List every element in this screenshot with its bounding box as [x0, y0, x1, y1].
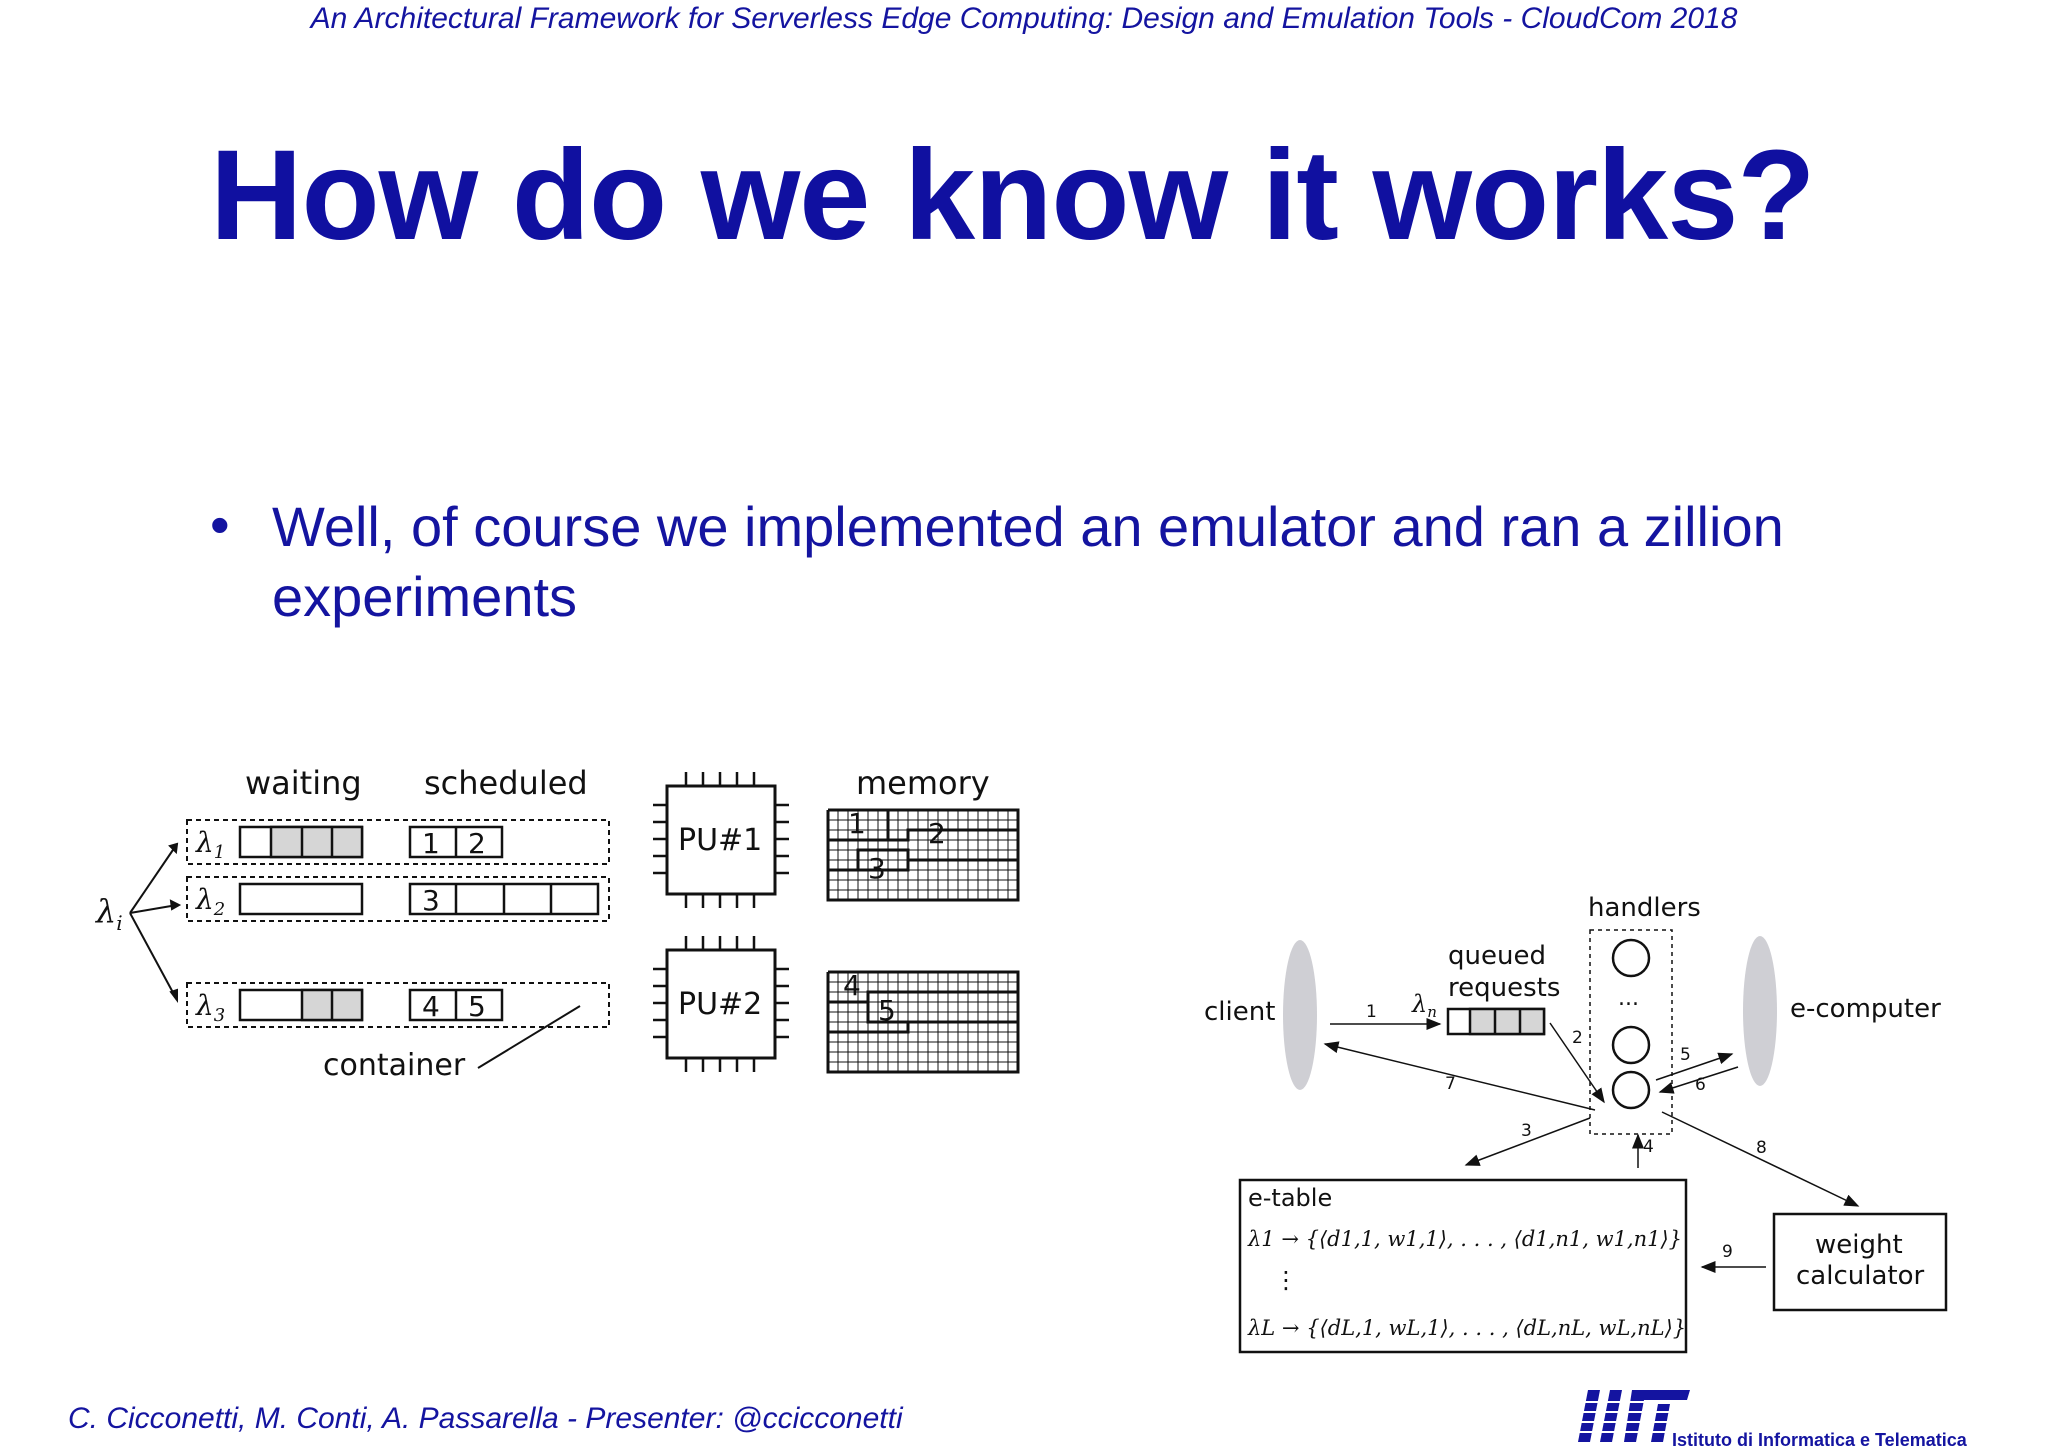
weight-calc-line1: weight — [1815, 1230, 1903, 1260]
label-client: client — [1204, 997, 1275, 1027]
label-queued: queued — [1448, 941, 1546, 971]
svg-text:λ1: λ1 — [195, 826, 225, 863]
pu2-chip: PU#2 — [653, 936, 789, 1072]
ecomputer-ellipse — [1743, 936, 1777, 1086]
pu1-label: PU#1 — [678, 823, 762, 858]
memory-block-label: 3 — [868, 852, 886, 885]
svg-text:λ3: λ3 — [195, 989, 225, 1026]
row-lambda3: λ3 4 5 — [186, 982, 610, 1028]
label-lambda-n: λn — [1411, 990, 1437, 1021]
logo-text: Istituto di Informatica e Telematica — [1672, 1430, 1967, 1450]
handler-circle — [1611, 938, 1651, 978]
etable-row-2: λL → {⟨dL,1, wL,1⟩, . . . , ⟨dL,nL, wL,n… — [1247, 1316, 1686, 1340]
emulator-diagram: waiting scheduled memory λi λ1 1 2 λ2 3 — [94, 764, 1020, 1083]
etable-box — [1238, 1178, 1688, 1354]
label-requests: requests — [1448, 973, 1560, 1003]
etable-row-1: λ1 → {⟨d1,1, w1,1⟩, . . . , ⟨d1,n1, w1,n… — [1247, 1227, 1682, 1251]
handler-circle — [1611, 1025, 1651, 1065]
memory-block-label: 4 — [843, 969, 861, 1002]
label-memory: memory — [856, 764, 990, 802]
memory-block-label: 1 — [848, 807, 866, 840]
handler-dots: ... — [1618, 986, 1639, 1011]
svg-text:4: 4 — [422, 990, 440, 1023]
row-lambda1: λ1 1 2 — [186, 819, 610, 865]
arrow-label-4: 4 — [1643, 1137, 1654, 1157]
etable-vdots: ⋮ — [1274, 1266, 1298, 1294]
bullet-text: Well, of course we implemented an emulat… — [272, 495, 1784, 628]
pu2-label: PU#2 — [678, 987, 762, 1022]
label-handlers: handlers — [1588, 893, 1701, 923]
arrow-label-7: 7 — [1445, 1074, 1456, 1094]
arrow-2 — [1549, 1022, 1605, 1104]
footer-authors: C. Cicconetti, M. Conti, A. Passarella -… — [68, 1402, 903, 1435]
arrow-7 — [1323, 1041, 1596, 1111]
label-container: container — [323, 1048, 466, 1083]
arrow-label-6: 6 — [1695, 1075, 1706, 1095]
svg-text:3: 3 — [422, 884, 440, 917]
request-queue — [1446, 1007, 1546, 1036]
arrow-label-9: 9 — [1722, 1242, 1733, 1262]
memory-block-label: 2 — [928, 817, 946, 850]
arrow-6 — [1658, 1066, 1739, 1094]
arrow-8 — [1661, 1111, 1860, 1207]
arrow-label-2: 2 — [1572, 1028, 1583, 1048]
arrow-label-5: 5 — [1680, 1045, 1691, 1065]
pu1-chip: PU#1 — [653, 772, 789, 908]
slide-header: An Architectural Framework for Serverles… — [310, 2, 1738, 35]
memory-grid-2: 45 — [826, 969, 1020, 1074]
row-lambda2: λ2 3 — [186, 876, 610, 922]
handlers-box — [1589, 929, 1673, 1135]
arrow-5 — [1655, 1052, 1734, 1081]
memory-block-label: 5 — [878, 994, 896, 1027]
label-scheduled: scheduled — [424, 764, 588, 802]
weight-calculator-box — [1772, 1212, 1948, 1312]
architecture-diagram: handlers queued requests client e-comput… — [1204, 893, 1948, 1354]
arrow-3 — [1464, 1117, 1591, 1166]
svg-text:1: 1 — [422, 827, 440, 860]
memory-grid-1: 1 2 3 — [826, 807, 1020, 902]
arrow-label-8: 8 — [1756, 1138, 1767, 1158]
label-lambda-i: λi — [94, 892, 123, 935]
svg-text:5: 5 — [468, 990, 486, 1023]
arrow-label-1: 1 — [1366, 1002, 1377, 1022]
handler-circle — [1611, 1070, 1651, 1110]
etable-title: e-table — [1248, 1184, 1332, 1212]
svg-text:λ2: λ2 — [195, 883, 225, 920]
slide-title: How do we know it works? — [210, 124, 1816, 267]
client-ellipse — [1283, 940, 1317, 1090]
weight-calc-line2: calculator — [1796, 1261, 1924, 1291]
arrow-label-3: 3 — [1521, 1121, 1532, 1141]
bullet-dot: • — [210, 493, 230, 556]
label-waiting: waiting — [245, 764, 362, 802]
fanout-arrows — [129, 842, 182, 1003]
iit-logo-icon — [1578, 1390, 1698, 1442]
svg-text:2: 2 — [468, 827, 486, 860]
label-ecomputer: e-computer — [1790, 994, 1941, 1024]
